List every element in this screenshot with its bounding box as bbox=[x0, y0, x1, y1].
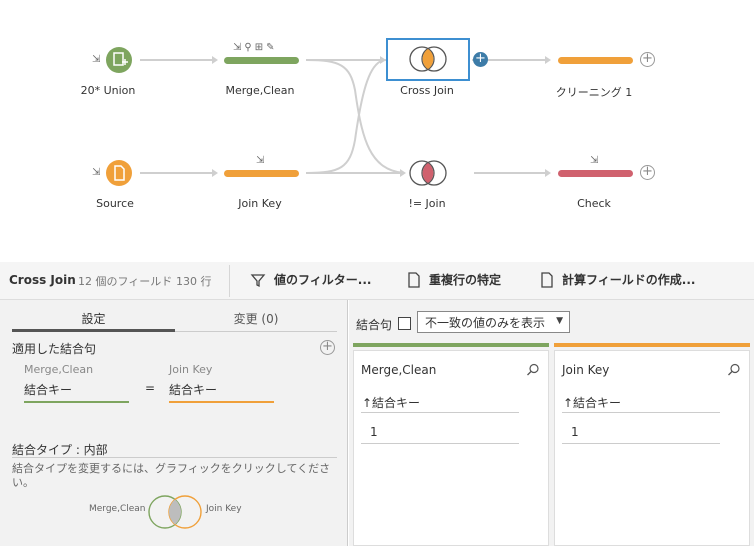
venn-left-label: Merge,Clean bbox=[89, 504, 146, 514]
inner-join-venn-icon bbox=[148, 495, 202, 529]
flow-links bbox=[140, 56, 551, 177]
filter-values-button[interactable]: 値のフィルター... bbox=[250, 271, 371, 288]
check-bar[interactable] bbox=[558, 170, 633, 177]
field-count: 12 個のフィールド bbox=[78, 275, 173, 288]
cross-join-selection[interactable] bbox=[386, 38, 470, 81]
toolbar-divider bbox=[229, 265, 230, 297]
join-type-label: 結合タイプ : 内部 bbox=[12, 443, 108, 457]
search-icon[interactable] bbox=[526, 363, 540, 377]
mismatch-checkbox[interactable] bbox=[398, 317, 411, 330]
flow-canvas[interactable]: ⇲ 20* Union ⇲⚲⊞✎ Merge,Clean + Cross Joi… bbox=[0, 0, 754, 262]
left-source-label: Merge,Clean bbox=[24, 363, 94, 376]
left-card-field[interactable]: ↑結合キー bbox=[362, 396, 421, 410]
left-join-field[interactable]: 結合キー bbox=[24, 383, 73, 397]
input-icon: ⇲ bbox=[92, 167, 101, 178]
join-venn-icon bbox=[409, 160, 447, 186]
divider bbox=[361, 443, 519, 444]
join-type-venn[interactable] bbox=[145, 494, 207, 535]
tab-changes[interactable]: 変更 (0) bbox=[233, 312, 279, 326]
union-node-icon[interactable] bbox=[106, 47, 132, 73]
show-values-select[interactable]: 不一致の値のみを表示 ▼ bbox=[417, 311, 570, 333]
add-step-plus-icon[interactable]: + bbox=[640, 165, 655, 180]
node-label-merge: Merge,Clean bbox=[225, 84, 295, 97]
filter-icon bbox=[250, 273, 266, 287]
node-label-neqjoin: != Join bbox=[408, 197, 446, 210]
merge-clean-bar[interactable] bbox=[224, 57, 299, 64]
left-card-color-bar bbox=[353, 343, 549, 347]
node-label-cleaning: クリーニング 1 bbox=[555, 86, 633, 99]
file-icon bbox=[114, 165, 125, 181]
clean-step-icons: ⇲⚲⊞✎ bbox=[233, 42, 278, 53]
left-field-underline bbox=[24, 401, 129, 403]
row-count: 130 行 bbox=[176, 275, 212, 288]
add-clause-button[interactable]: + bbox=[320, 340, 335, 355]
file-plus-icon bbox=[113, 52, 128, 66]
divider bbox=[562, 443, 720, 444]
search-icon[interactable] bbox=[727, 363, 741, 377]
right-card-value: 1 bbox=[571, 425, 579, 439]
source-node-icon[interactable] bbox=[106, 160, 132, 186]
node-label-union: 20* Union bbox=[80, 84, 136, 97]
inner-join-venn-icon bbox=[409, 46, 447, 72]
join-type-hint: 結合タイプを変更するには、グラフィックをクリックしてください。 bbox=[12, 462, 331, 489]
document-icon bbox=[541, 271, 553, 288]
divider bbox=[562, 412, 720, 413]
identify-duplicates-button[interactable]: 重複行の特定 bbox=[407, 271, 501, 288]
join-key-bar[interactable] bbox=[224, 170, 299, 177]
neq-join-node[interactable] bbox=[404, 155, 452, 194]
active-tab-indicator bbox=[12, 329, 175, 332]
step-toolbar: Cross Join 12 個のフィールド 130 行 値のフィルター... 重… bbox=[0, 262, 754, 300]
right-card-color-bar bbox=[554, 343, 750, 347]
right-card-title: Join Key bbox=[562, 363, 610, 377]
right-join-field[interactable]: 結合キー bbox=[169, 383, 218, 397]
right-card-field[interactable]: ↑結合キー bbox=[563, 396, 622, 410]
clean-step-icon: ⇲ bbox=[590, 155, 599, 166]
node-label-joinkey: Join Key bbox=[238, 197, 282, 210]
join-clause-label: 結合句 bbox=[356, 318, 393, 332]
tab-settings[interactable]: 設定 bbox=[81, 312, 106, 326]
chevron-down-icon: ▼ bbox=[556, 316, 563, 326]
step-title: Cross Join bbox=[9, 273, 76, 287]
left-card-title: Merge,Clean bbox=[361, 363, 437, 377]
node-label-source: Source bbox=[96, 197, 134, 210]
cleaning-bar[interactable] bbox=[558, 57, 633, 64]
equals-operator: = bbox=[145, 381, 156, 395]
left-card-value: 1 bbox=[370, 425, 378, 439]
venn-right-label: Join Key bbox=[206, 504, 242, 514]
identify-duplicates-label: 重複行の特定 bbox=[429, 273, 502, 287]
left-source-card: Merge,Clean ↑結合キー 1 bbox=[353, 350, 549, 546]
right-field-underline bbox=[169, 401, 274, 403]
right-source-label: Join Key bbox=[169, 363, 213, 376]
node-label-crossjoin: Cross Join bbox=[400, 84, 454, 97]
right-source-card: Join Key ↑結合キー 1 bbox=[554, 350, 750, 546]
create-calc-field-button[interactable]: 計算フィールドの作成... bbox=[540, 271, 695, 288]
node-label-check: Check bbox=[577, 197, 611, 210]
input-icon: ⇲ bbox=[92, 54, 101, 65]
applied-clause-heading: 適用した結合句 bbox=[12, 342, 97, 356]
add-step-button[interactable]: + bbox=[473, 52, 488, 67]
filter-values-label: 値のフィルター... bbox=[274, 273, 372, 287]
create-calc-field-label: 計算フィールドの作成... bbox=[562, 273, 696, 287]
divider bbox=[361, 412, 519, 413]
add-step-plus-icon[interactable]: + bbox=[640, 52, 655, 67]
show-values-select-value: 不一致の値のみを表示 bbox=[425, 316, 546, 330]
join-type-divider bbox=[12, 457, 337, 458]
join-clause-summary: 結合句 不一致の値のみを表示 ▼ Merge,Clean ↑結合キー 1 Joi… bbox=[349, 300, 754, 546]
document-icon bbox=[408, 271, 420, 288]
clean-step-icon: ⇲ bbox=[256, 155, 265, 166]
join-settings-panel: 設定 変更 (0) 適用した結合句 + Merge,Clean Join Key… bbox=[0, 300, 348, 546]
